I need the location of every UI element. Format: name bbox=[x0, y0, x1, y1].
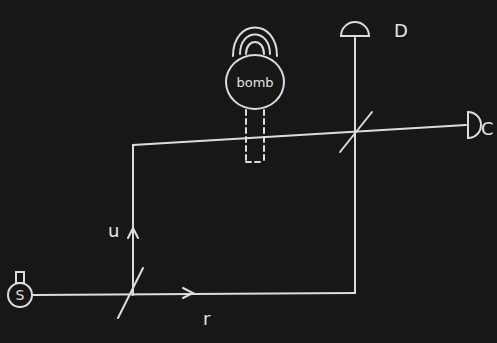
bomb-fuse bbox=[240, 35, 270, 55]
source-circle: S bbox=[7, 282, 33, 308]
path-label: D bbox=[394, 22, 408, 40]
arrow-u bbox=[128, 228, 138, 238]
node-text: S bbox=[16, 288, 25, 302]
arrow-r bbox=[183, 288, 193, 298]
bomb-fuse bbox=[233, 28, 277, 57]
path-label: C bbox=[481, 120, 494, 138]
bomb-fuse bbox=[246, 42, 264, 54]
beam-top bbox=[133, 125, 466, 145]
detector-d bbox=[341, 22, 369, 36]
bomb-circle: bomb bbox=[225, 54, 285, 110]
detector-c bbox=[468, 112, 481, 138]
bomb-tether bbox=[246, 110, 264, 162]
path-label: u bbox=[108, 222, 119, 240]
node-text: bomb bbox=[236, 76, 273, 89]
path-label: r bbox=[203, 310, 210, 328]
beam-splitter bbox=[340, 112, 372, 152]
beam-splitter bbox=[118, 268, 143, 318]
beam-u bbox=[132, 145, 134, 295]
beam-right bbox=[354, 38, 356, 293]
